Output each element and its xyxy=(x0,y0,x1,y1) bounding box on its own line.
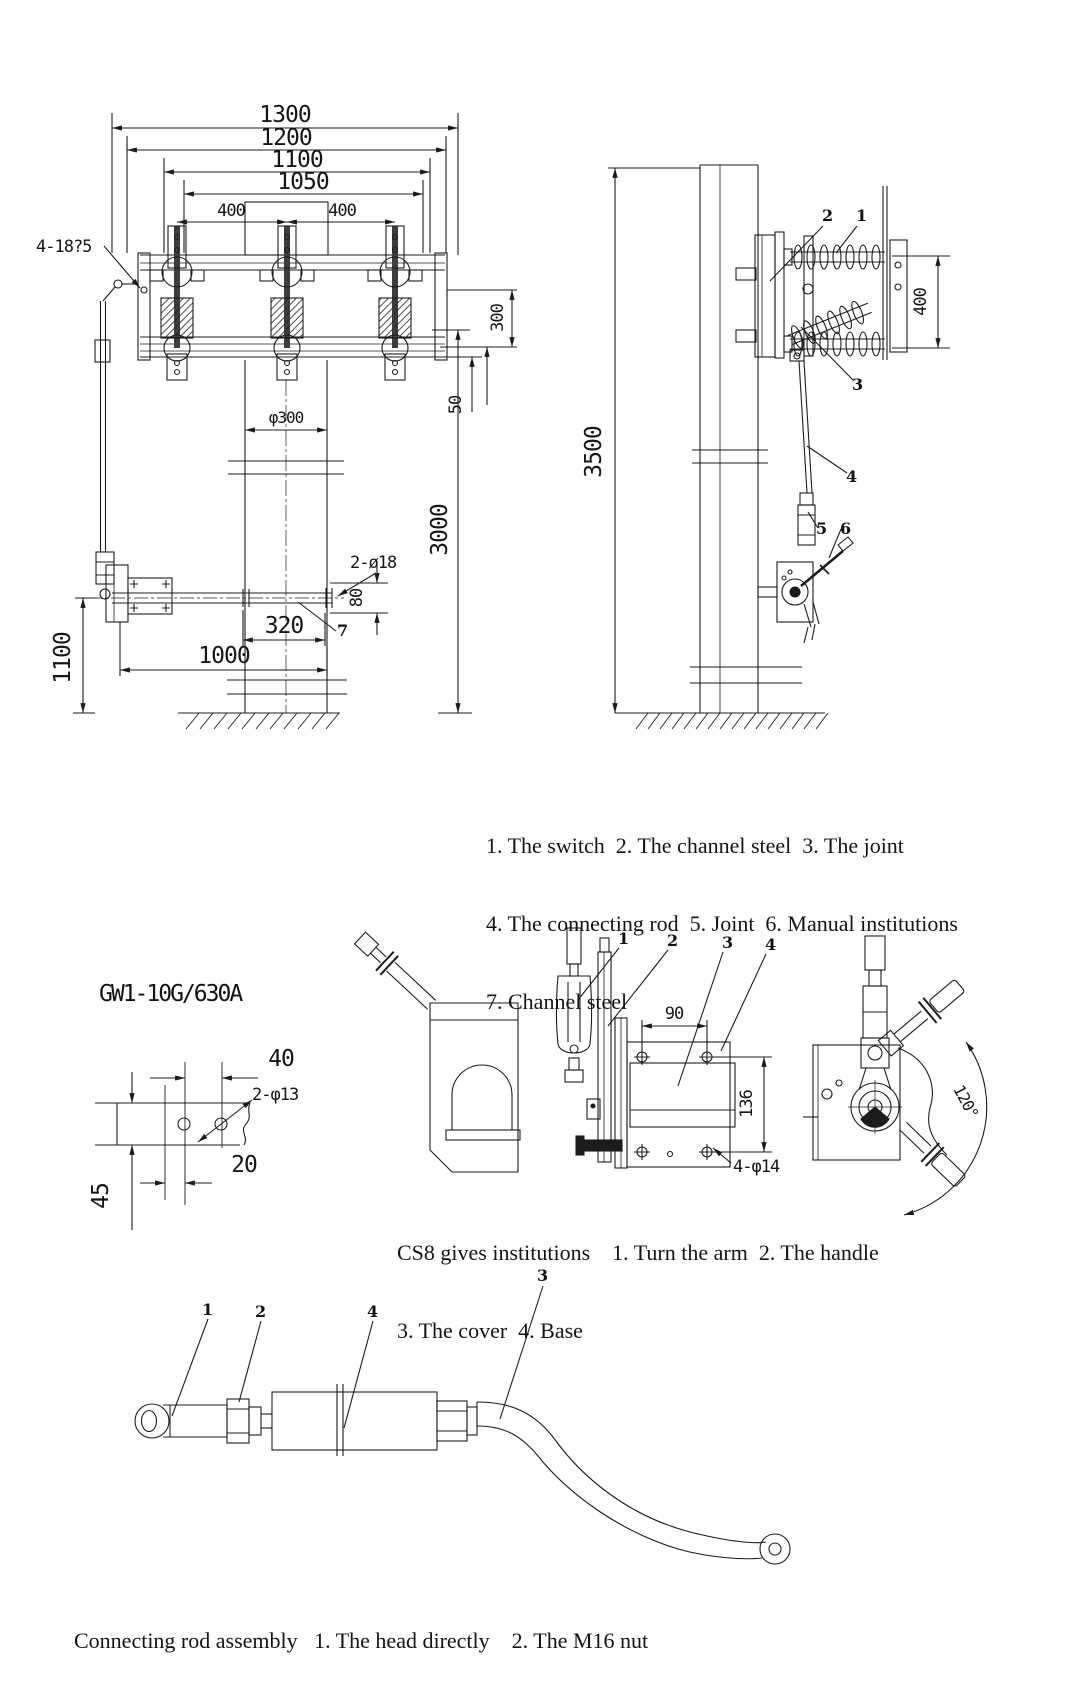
dim-1100-top: 1100 xyxy=(271,147,323,173)
dim-400-right: 400 xyxy=(328,201,356,221)
front-insulator-phase-left xyxy=(149,225,205,381)
label-holes-4-14: 4-φ14 xyxy=(733,1157,780,1177)
front-left-linkage xyxy=(94,279,138,600)
dim-136: 136 xyxy=(737,1089,757,1117)
callout-side-1: 1 xyxy=(856,206,867,225)
rod-assembly-view: 1 2 4 3 xyxy=(134,1266,791,1565)
dim-50: 50 xyxy=(446,395,466,414)
legend-rod: Connecting rod assembly 1. The head dire… xyxy=(74,1576,1054,1700)
cs8-left-view xyxy=(353,931,521,1173)
side-connecting-rod xyxy=(797,360,816,546)
bracket-detail-view: 40 2-φ13 20 45 xyxy=(88,1046,299,1230)
dim-45: 45 xyxy=(88,1183,114,1209)
legend-main: 1. The switch 2. The channel steel 3. Th… xyxy=(486,781,1046,1041)
callout-cs8-3: 3 xyxy=(722,933,733,952)
dim-1100-left: 1100 xyxy=(50,632,76,684)
label-holes-2-o18: 2-ø18 xyxy=(350,553,397,573)
cs8-base-holes xyxy=(634,1049,715,1160)
side-height-dimension: 3500 xyxy=(581,167,700,713)
legend-main-line2: 4. The connecting rod 5. Joint 6. Manual… xyxy=(486,911,958,936)
legend-main-line1: 1. The switch 2. The channel steel 3. Th… xyxy=(486,833,904,858)
legend-cs8-line2: 3. The cover 4. Base xyxy=(397,1318,583,1343)
legend-main-line3: 7. Channel steel xyxy=(486,989,628,1014)
dim-1000: 1000 xyxy=(198,643,250,669)
side-view: 3500 xyxy=(581,164,950,730)
callout-side-6: 6 xyxy=(840,519,851,538)
front-insulator-phase-middle xyxy=(259,225,315,381)
callout-7: 7 xyxy=(337,621,348,640)
model-label: GW1-10G/630A xyxy=(99,981,243,1007)
front-bottom-dimensions: 2-ø18 80 320 1000 1100 7 xyxy=(50,553,398,713)
dim-300: 300 xyxy=(488,303,508,331)
front-insulator-phase-right xyxy=(367,225,423,381)
dim-40: 40 xyxy=(268,1046,294,1072)
callout-rod-2: 2 xyxy=(255,1302,266,1321)
label-holes-2-13: 2-φ13 xyxy=(252,1085,298,1105)
dim-pole-diameter: φ300 xyxy=(269,408,304,427)
dim-320: 320 xyxy=(265,613,304,639)
front-view: 1300 1200 1100 1050 400 400 xyxy=(36,102,517,730)
side-manual-mechanism xyxy=(757,536,854,644)
side-ground xyxy=(615,712,829,730)
dim-400-side: 400 xyxy=(911,287,931,315)
front-hole-callout: 4-18?5 xyxy=(36,237,141,289)
front-ground xyxy=(73,712,472,730)
dim-20: 20 xyxy=(231,1152,257,1178)
callout-side-3: 3 xyxy=(852,375,863,394)
dim-1300: 1300 xyxy=(259,102,311,128)
side-insulator-bottom xyxy=(783,331,885,357)
callout-rod-4: 4 xyxy=(367,1302,378,1321)
dim-90: 90 xyxy=(665,1004,684,1024)
cs8-right-view: 120° xyxy=(803,935,988,1216)
callout-rod-3: 3 xyxy=(537,1266,548,1285)
side-insulator-middle xyxy=(787,300,872,349)
callout-side-2: 2 xyxy=(822,206,833,225)
dim-80: 80 xyxy=(347,588,367,607)
side-insulator-top xyxy=(783,244,885,270)
front-pole: φ300 xyxy=(227,360,347,713)
side-callouts: 2 1 3 4 5 6 xyxy=(769,206,867,559)
dim-angle-120: 120° xyxy=(949,1082,982,1121)
label-bolt-holes-4-18: 4-18?5 xyxy=(36,237,91,257)
front-right-dimensions: 300 50 3000 xyxy=(427,289,517,713)
dim-400-left: 400 xyxy=(217,201,245,221)
dim-1200: 1200 xyxy=(260,125,312,151)
front-bottom-mechanism xyxy=(88,564,344,623)
legend-rod-line1: Connecting rod assembly 1. The head dire… xyxy=(74,1628,649,1653)
side-400-dimension: 400 xyxy=(892,255,950,349)
dim-3000: 3000 xyxy=(427,504,453,556)
side-pole xyxy=(690,164,802,713)
callout-cs8-2: 2 xyxy=(667,931,678,950)
rod-callouts: 1 2 4 3 xyxy=(171,1266,548,1429)
side-switch-assembly xyxy=(735,186,908,362)
cs8-middle-view: 1 2 3 4 xyxy=(555,927,781,1177)
dim-1050: 1050 xyxy=(277,169,329,195)
callout-rod-1: 1 xyxy=(202,1300,213,1319)
callout-cs8-1: 1 xyxy=(618,929,629,948)
callout-cs8-4: 4 xyxy=(765,935,776,954)
front-top-dimensions: 1300 1200 1100 1050 400 400 xyxy=(111,102,459,256)
callout-side-4: 4 xyxy=(846,467,857,486)
dim-3500: 3500 xyxy=(581,426,607,478)
callout-side-5: 5 xyxy=(816,519,827,538)
legend-cs8-line1: CS8 gives institutions 1. Turn the arm 2… xyxy=(397,1240,879,1265)
legend-cs8: CS8 gives institutions 1. Turn the arm 2… xyxy=(397,1188,1017,1370)
